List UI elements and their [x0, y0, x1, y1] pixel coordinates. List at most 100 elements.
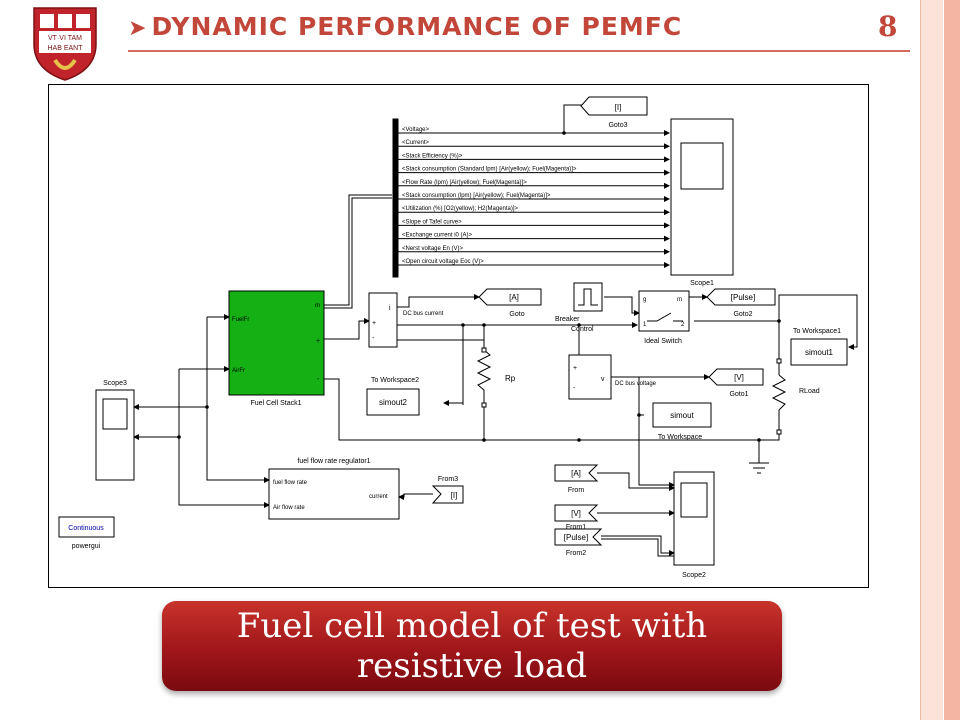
from2-block[interactable]: [554, 528, 603, 546]
from2-label: From2: [566, 550, 586, 557]
scope2-label: Scope2: [682, 572, 706, 579]
junction-dots: [177, 131, 781, 442]
bus-signal-label: <Utilization (%) [O2(yellow); H2(Magenta…: [402, 206, 519, 212]
powergui-block[interactable]: [58, 516, 115, 538]
title-underline: [128, 50, 910, 52]
breaker-control-block[interactable]: [573, 282, 603, 312]
to-workspace-var: simout: [670, 411, 694, 420]
from-a-block[interactable]: [554, 464, 599, 482]
bus-selector-bar[interactable]: [392, 118, 399, 278]
fuel-cell-port-air: AirFr: [232, 368, 245, 374]
goto3-tag: [I]: [615, 103, 622, 112]
university-crest-logo: VT·VI TAM HAB EANT: [30, 4, 100, 82]
fuel-cell-label: Fuel Cell Stack1: [251, 400, 302, 407]
goto3-block[interactable]: [580, 96, 648, 116]
bus-signal-label: <Exchange current i0 (A)>: [402, 233, 473, 239]
from-a-label: From: [568, 487, 585, 494]
from1-block[interactable]: [554, 504, 599, 522]
scope1-screen: [680, 142, 724, 190]
right-stripe-outer: [944, 0, 960, 720]
current-meas-plus: +: [372, 320, 376, 327]
from2-tag: [Pulse]: [564, 533, 588, 542]
bus-signal-label: <Stack consumption (Standard lpm) [Air(y…: [402, 167, 577, 173]
powergui-mode: Continuous: [68, 525, 104, 532]
switch-port-1: 1: [643, 322, 647, 328]
right-stripe-inner: [920, 0, 943, 720]
dc-bus-current-label: DC bus current: [403, 311, 444, 317]
from1-tag: [V]: [571, 509, 581, 518]
goto3-label: Goto3: [608, 122, 627, 129]
goto2-label: Goto2: [733, 311, 752, 318]
goto2-block[interactable]: [706, 288, 776, 306]
dc-bus-voltage-label: DC bus voltage: [615, 381, 657, 387]
bus-signal-lines: [398, 130, 670, 268]
bus-signal-label: <Current>: [402, 140, 430, 146]
scope2-screen: [680, 482, 708, 518]
bus-signal-label: <Voltage>: [402, 127, 430, 133]
current-meas-minus: -: [372, 335, 375, 342]
ideal-switch-label: Ideal Switch: [644, 338, 682, 345]
to-workspace1-var: simout1: [805, 348, 834, 357]
fuel-cell-port-m: m: [315, 303, 320, 309]
switch-port-2: 2: [681, 322, 685, 328]
bus-signal-label: <Stack consumption (lpm) [Air(yellow); F…: [402, 193, 551, 199]
goto2-tag: [Pulse]: [731, 293, 755, 302]
voltage-meas-v: v: [601, 376, 605, 383]
to-workspace2-block[interactable]: [366, 388, 420, 416]
breaker-control-label: Control: [571, 326, 594, 333]
to-workspace-block[interactable]: [652, 402, 712, 428]
regulator-label: fuel flow rate regulator1: [297, 458, 370, 465]
scope1-label: Scope1: [690, 280, 714, 287]
current-measurement-block[interactable]: [368, 292, 398, 348]
from-a-tag: [A]: [571, 469, 581, 478]
page-number: 8: [878, 10, 898, 43]
scope3-label: Scope3: [103, 380, 127, 387]
scope3-screen: [102, 398, 128, 430]
from1-label: From1: [566, 524, 586, 531]
caption-banner: Fuel cell model of test with resistive l…: [162, 601, 782, 691]
ideal-switch-block[interactable]: [638, 290, 690, 332]
fuel-cell-stack-block[interactable]: [228, 290, 325, 396]
scope1-block[interactable]: [670, 118, 734, 276]
to-workspace2-label: To Workspace2: [371, 377, 419, 384]
from3-label: From3: [438, 476, 458, 483]
voltage-meas-minus: -: [573, 385, 576, 392]
to-workspace2-var: simout2: [379, 398, 408, 407]
goto1-label: Goto1: [729, 391, 748, 398]
switch-port-m: m: [677, 297, 682, 303]
bus-signal-label: <Nerst voltage En (V)>: [402, 246, 464, 252]
slide-title-text: Dynamic performance of PEMFC: [151, 12, 683, 41]
fuel-flow-regulator-block[interactable]: [268, 468, 400, 520]
to-workspace-label: To Workspace: [658, 434, 702, 441]
regulator-port-current: current: [369, 494, 388, 500]
goto1-tag: [V]: [734, 373, 744, 382]
bus-signal-labels: <Voltage><Current><Stack Efficiency (%)>…: [402, 127, 577, 265]
goto-a-block[interactable]: [478, 288, 542, 306]
rp-resistor[interactable]: [476, 349, 492, 405]
simulink-diagram: [I] Goto3 Scope1 <Voltage> <Current> <Stac…: [48, 84, 869, 588]
voltage-measurement-block[interactable]: [568, 354, 612, 400]
switch-port-g: g: [643, 297, 646, 303]
regulator-port-fuel: fuel flow rate: [273, 480, 308, 486]
logo-text-1: VT·VI TAM: [48, 35, 82, 42]
bus-signal-label: <Flow Rate (lpm) [Air(yellow); Fuel(Mage…: [402, 180, 527, 186]
simulink-diagram-canvas: [I] Goto3 Scope1 <Voltage> <Current> <Stac…: [58, 96, 858, 579]
goto-a-tag: [A]: [509, 293, 519, 302]
powergui-label: powergui: [72, 543, 101, 550]
fuel-cell-port-plus: +: [316, 338, 320, 345]
slide-title: ➤Dynamic performance of PEMFC: [128, 12, 682, 41]
fuel-cell-port-fuel: FuelFr: [232, 317, 249, 323]
rp-label: Rp: [505, 374, 516, 383]
goto-a-label: Goto: [509, 311, 524, 318]
to-workspace1-block[interactable]: [790, 338, 848, 366]
from3-tag: [I]: [451, 491, 458, 500]
goto1-block[interactable]: [708, 368, 764, 386]
arrow-bullet-icon: ➤: [128, 16, 148, 41]
regulator-port-air: Air flow rate: [273, 505, 305, 511]
from3-block[interactable]: [431, 485, 464, 504]
caption-text: Fuel cell model of test with resistive l…: [236, 606, 708, 686]
rload-resistor[interactable]: [771, 374, 787, 411]
fuel-cell-port-minus: -: [317, 376, 320, 383]
bus-signal-label: <Slope of Tafel curve>: [402, 219, 462, 225]
rload-label: RLoad: [799, 388, 820, 395]
